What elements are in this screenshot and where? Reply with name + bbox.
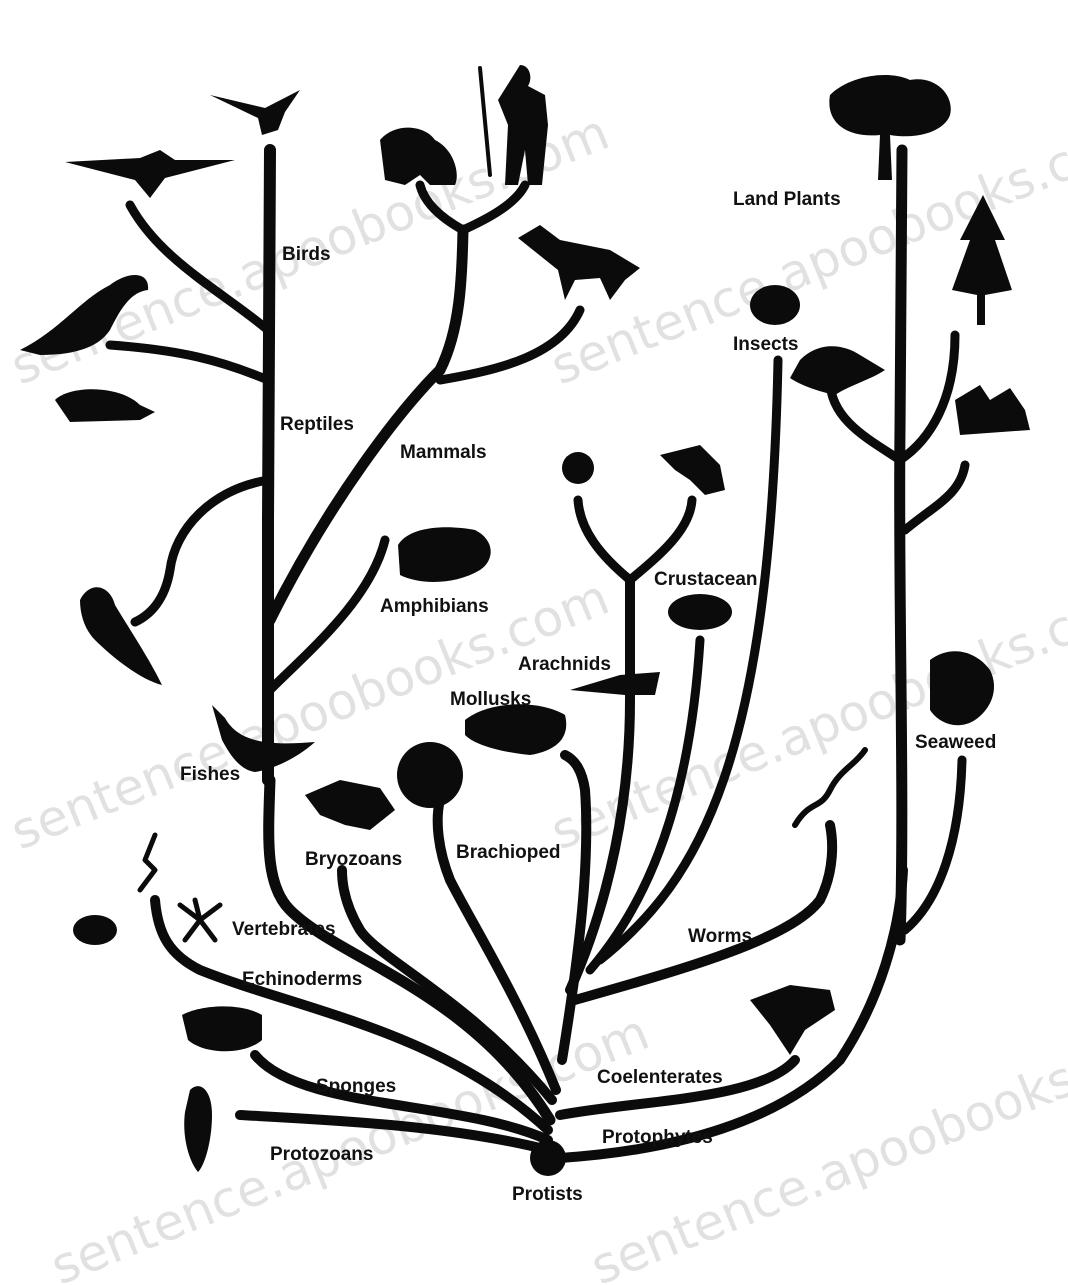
spider-icon <box>562 452 594 484</box>
human-icon <box>480 65 548 185</box>
label-insects: Insects <box>733 334 798 355</box>
branch-vertebrates <box>269 780 550 1120</box>
label-protophytes: Protophytes <box>602 1127 713 1148</box>
horsetail-icon <box>955 385 1030 435</box>
label-land-plants: Land Plants <box>733 189 841 210</box>
plesiosaur-icon <box>80 587 162 685</box>
shell-icon <box>465 704 566 755</box>
branch-seaweed <box>905 760 962 930</box>
label-amphibians: Amphibians <box>380 596 489 617</box>
crab-icon <box>668 594 732 630</box>
label-coelenterates: Coelenterates <box>597 1067 723 1088</box>
fern-icon <box>790 346 885 395</box>
branch-arachnids-2 <box>630 500 692 580</box>
turtle-icon <box>55 389 155 422</box>
label-arachnids: Arachnids <box>518 654 611 675</box>
label-vertebrates: Vertebrates <box>232 919 336 940</box>
watermark-layer: sentence.apoobooks.com sentence.apoobook… <box>3 103 1068 1285</box>
branch-land-plant-2 <box>900 335 955 460</box>
insect-icon <box>750 285 800 325</box>
branch-plants-trunk <box>900 150 902 940</box>
sponge-icon <box>182 1006 262 1051</box>
sand-dollar-icon <box>73 915 117 945</box>
zebra-icon <box>518 225 640 300</box>
crinoid-icon <box>140 835 155 890</box>
protozoan-icon <box>184 1086 212 1172</box>
label-birds: Birds <box>282 244 331 265</box>
label-mammals: Mammals <box>400 442 487 463</box>
tree-icon <box>829 75 950 180</box>
branch-arachnids <box>578 500 630 580</box>
squid-icon <box>570 672 660 695</box>
label-protists: Protists <box>512 1184 583 1205</box>
label-worms: Worms <box>688 926 752 947</box>
pterodactyl-icon <box>65 150 235 198</box>
label-sponges: Sponges <box>316 1076 396 1097</box>
bryozoan-icon <box>305 780 395 830</box>
frog-icon <box>398 527 491 582</box>
starfish-icon <box>180 900 220 940</box>
branch-land-plant-1 <box>830 380 900 460</box>
label-crustacean: Crustacean <box>654 569 758 590</box>
label-bryozoans: Bryozoans <box>305 849 402 870</box>
label-brachioped: Brachioped <box>456 842 561 863</box>
branch-reptile-fish <box>135 480 268 622</box>
label-mollusks: Mollusks <box>450 689 531 710</box>
bird-icon <box>210 90 300 135</box>
scorpion-icon <box>660 445 725 495</box>
label-protozoans: Protozoans <box>270 1144 373 1165</box>
branch-reptiles-1 <box>110 345 268 380</box>
brachiopod-icon <box>397 742 463 808</box>
label-reptiles: Reptiles <box>280 414 354 435</box>
label-echinoderms: Echinoderms <box>242 969 362 990</box>
label-fishes: Fishes <box>180 764 240 785</box>
coral-icon <box>750 985 835 1055</box>
label-seaweed: Seaweed <box>915 732 996 753</box>
branch-land-plant-3 <box>905 465 965 530</box>
